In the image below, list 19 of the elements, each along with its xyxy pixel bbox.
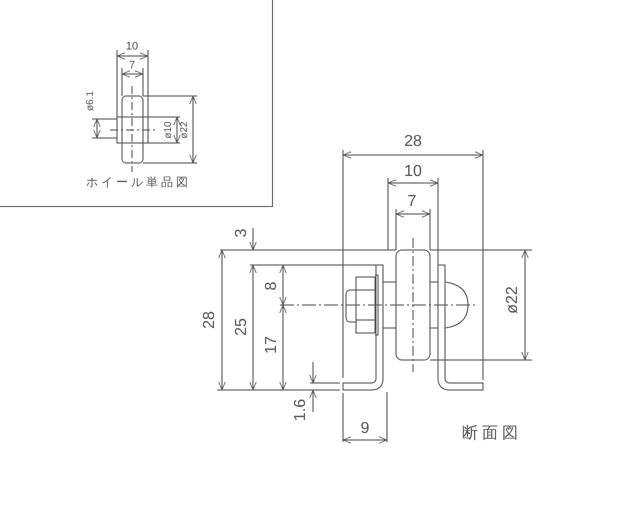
view-caption: ホイール単品図 <box>86 174 191 191</box>
dimension-label: 7 <box>128 60 136 72</box>
dimension-label: 3 <box>234 228 250 238</box>
dimension-label: 10 <box>404 164 422 180</box>
dimension-label: ø22 <box>180 121 190 139</box>
inset-panel <box>0 0 273 207</box>
dimension-label: 8 <box>264 282 280 290</box>
dimension-label: ø6.1 <box>86 91 96 111</box>
dimension-label: 1.6 <box>293 398 309 422</box>
dimension-label: 断面図 <box>462 426 522 442</box>
dimension-label: 10 <box>126 42 138 52</box>
dimension-label: 25 <box>234 318 250 336</box>
dimension-label: ø10 <box>164 121 174 139</box>
dimension-label: 28 <box>404 134 422 150</box>
dimension-label: 17 <box>264 336 280 354</box>
dimension-label: ø22 <box>505 286 521 314</box>
dimension-label: 9 <box>360 421 370 437</box>
dimension-label: 7 <box>408 194 416 210</box>
dimension-label: 28 <box>202 311 218 329</box>
